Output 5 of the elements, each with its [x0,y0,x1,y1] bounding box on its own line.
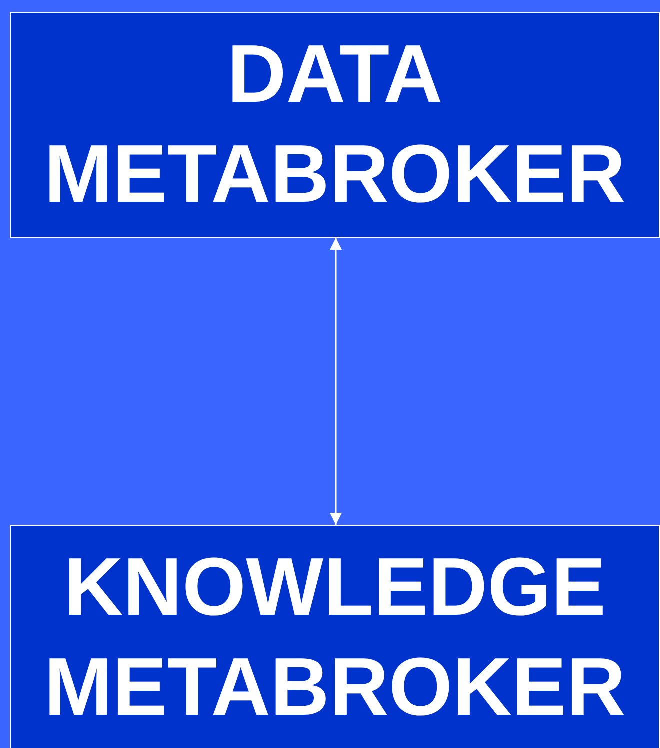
process-box [10,525,660,748]
box-title: DATA METABROKER [43,28,627,222]
box-title: KNOWLEDGE METABROKER [43,540,627,735]
process-box [10,12,660,238]
arrow [330,238,342,525]
